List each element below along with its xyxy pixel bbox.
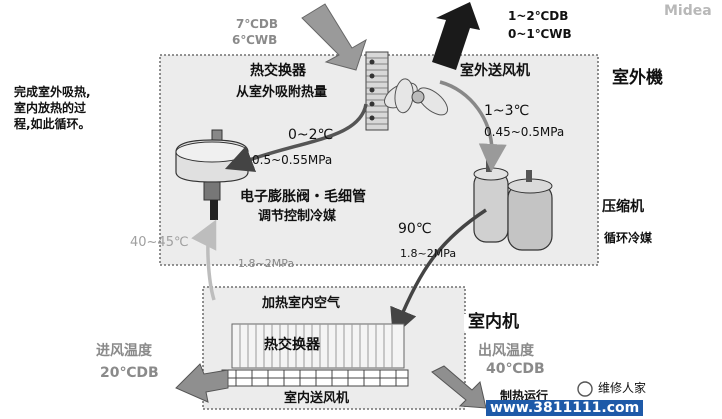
outdoor-fan-graphic xyxy=(384,78,449,116)
indoor-inlet-arrow xyxy=(175,363,229,403)
outdoor-inlet-arrow xyxy=(301,3,367,71)
watermark-icon xyxy=(577,381,593,397)
compressor-sub: 循环冷媒 xyxy=(604,231,653,245)
brand-logo: Midea xyxy=(664,3,712,19)
indoor-hx-label: 热交换器 xyxy=(264,337,320,353)
indoor-inlet-label: 进风温度 xyxy=(96,343,152,359)
outdoor-outlet-db: 1~2℃DB xyxy=(508,9,569,23)
line-hx-to-valve xyxy=(224,103,368,173)
line-fan-to-compressor xyxy=(439,80,507,172)
discharge-pressure: 1.8~2MPa xyxy=(400,247,457,260)
outdoor-hx-sub: 从室外吸附热量 xyxy=(236,85,328,100)
outdoor-hx-label: 热交换器 xyxy=(250,63,306,79)
outdoor-heat-exchanger-graphic xyxy=(365,51,389,131)
expansion-valve-label: 电子膨胀阀・毛细管 xyxy=(240,189,366,205)
indoor-inlet-db: 20℃DB xyxy=(100,365,159,381)
discharge-temp: 90℃ xyxy=(398,221,432,237)
intro-line-3: 程,如此循环。 xyxy=(14,117,91,131)
suction-pressure: 0.45~0.5MPa xyxy=(484,125,565,139)
return-pressure: 1.8~2MPa xyxy=(238,257,295,270)
intro-line-1: 完成室外吸热, xyxy=(14,85,91,99)
outdoor-fan-label: 室外送风机 xyxy=(460,63,530,79)
return-temp: 40~45℃ xyxy=(130,235,189,250)
outdoor-unit-title: 室外機 xyxy=(612,68,663,88)
outdoor-outlet-arrow xyxy=(432,2,480,70)
outdoor-outlet-wb: 0~1℃WB xyxy=(508,27,572,41)
outdoor-inlet-db: 7℃DB xyxy=(236,17,278,31)
indoor-heat-exchanger-graphic xyxy=(221,323,409,387)
indoor-outlet-label: 出风温度 xyxy=(478,343,534,359)
indoor-outlet-arrow xyxy=(431,365,487,409)
outdoor-inlet-wb: 6℃WB xyxy=(232,33,278,47)
heating-mode-label: 制热运行 xyxy=(500,389,549,403)
watermark-name: 维修人家 xyxy=(598,381,647,395)
indoor-unit-title: 室内机 xyxy=(464,314,523,331)
expansion-valve-sub: 调节控制冷媒 xyxy=(258,209,337,224)
indoor-outlet-db: 40℃DB xyxy=(486,361,545,377)
line-return-to-valve xyxy=(191,219,217,301)
outdoor-hx-pressure: 0.5~0.55MPa xyxy=(252,153,333,167)
indoor-heating-label: 加热室内空气 xyxy=(262,296,341,311)
indoor-fan-label: 室内送风机 xyxy=(284,391,350,406)
line-compressor-to-indoor xyxy=(390,208,487,337)
intro-line-2: 室内放热的过 xyxy=(14,101,87,115)
suction-temp: 1~3℃ xyxy=(484,103,530,119)
compressor-label: 压缩机 xyxy=(602,199,644,215)
outdoor-hx-temp: 0~2℃ xyxy=(288,127,334,143)
watermark-url: www.3811111.com xyxy=(486,400,644,416)
